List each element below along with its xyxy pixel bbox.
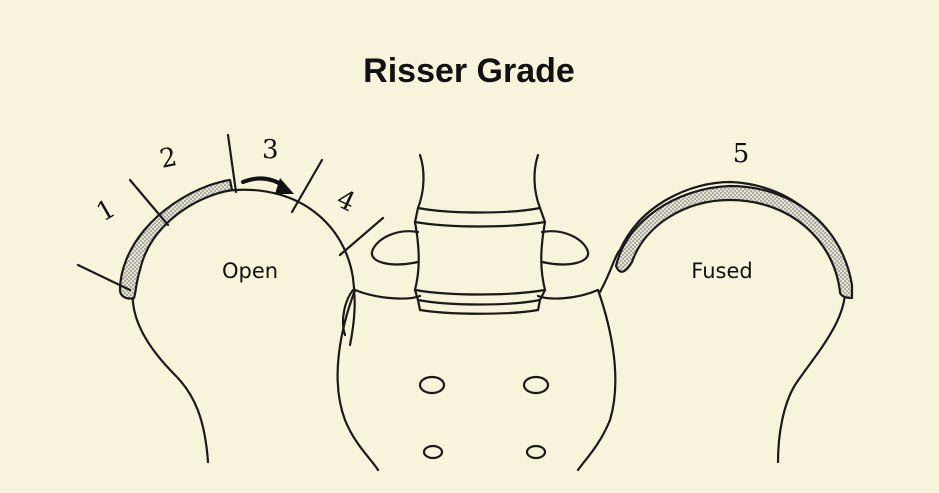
sacral-foramen (422, 444, 444, 460)
grade-label-5: 5 (733, 139, 750, 169)
fused-label: Fused (691, 259, 752, 283)
grade-label-2: 2 (157, 142, 179, 175)
grade-label-4: 4 (332, 184, 360, 218)
grade-line-3 (226, 133, 238, 194)
open-label: Open (222, 259, 278, 283)
grade-line-4 (338, 216, 385, 257)
sacral-foramen (418, 375, 446, 395)
lumbar-vertebra (370, 153, 590, 315)
sacrum (336, 288, 617, 472)
sacral-foramen (525, 444, 547, 460)
grade-label-3: 3 (262, 135, 279, 165)
right-ilium (598, 180, 854, 464)
iliac-apophysis-partial (118, 178, 234, 300)
grade-line-2 (128, 178, 170, 227)
grade-line-1 (76, 263, 132, 292)
curved-arrow-icon (241, 176, 294, 194)
grade-label-1: 1 (92, 194, 121, 228)
iliac-apophysis-fused (614, 184, 854, 300)
grade-line-3b (290, 158, 324, 214)
left-ilium (76, 133, 385, 464)
diagram-title: Risser Grade (363, 52, 575, 90)
sacral-foramen (522, 375, 550, 395)
